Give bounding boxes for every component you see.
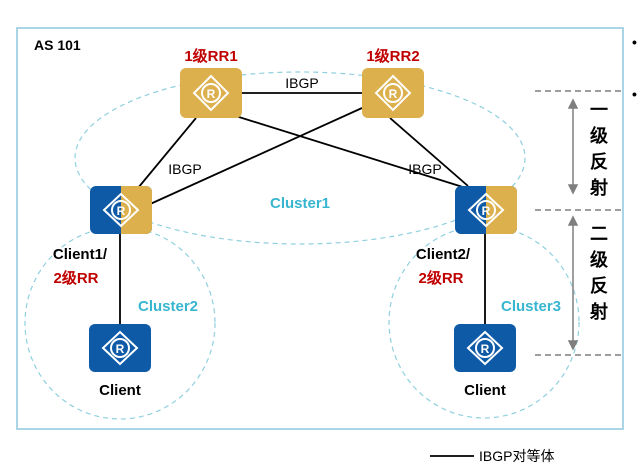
level1-char: 反 — [590, 152, 608, 172]
level2-text: 二 级 反 射 — [589, 224, 609, 322]
ibgp-label-right: IBGP — [408, 161, 441, 177]
rr1-router: R — [180, 68, 242, 118]
as-boundary — [16, 27, 624, 430]
ibgp-label-top: IBGP — [285, 75, 318, 91]
level-arrows — [567, 98, 579, 351]
client1-rr-router: R — [90, 186, 152, 234]
svg-text:R: R — [117, 204, 126, 218]
link-rr1-client1 — [137, 117, 197, 189]
link-rr2-client2 — [389, 117, 469, 187]
rr2-label: 1级RR2 — [366, 47, 419, 65]
bullet-1: • — [632, 34, 637, 50]
svg-text:R: R — [389, 87, 398, 101]
client2-rr-router: R — [455, 186, 517, 234]
level1-char: 级 — [590, 125, 609, 146]
svg-text:R: R — [207, 87, 216, 101]
rr2-router: R — [362, 68, 424, 118]
router-icon: R — [101, 330, 139, 366]
client-left-router: R — [89, 324, 151, 372]
client1-label: Client1/ — [53, 246, 108, 263]
ibgp-links — [119, 92, 486, 324]
level2-char: 反 — [590, 276, 608, 296]
router-icon: R — [466, 330, 504, 366]
cluster2-label: Cluster2 — [138, 298, 198, 315]
level1-text: 一 级 反 射 — [589, 100, 609, 198]
client-right-label: Client — [464, 382, 506, 399]
client2-label: Client2/ — [416, 246, 471, 263]
link-rr1-client2 — [222, 111, 467, 189]
client-right-router: R — [454, 324, 516, 372]
cluster1-label: Cluster1 — [270, 195, 330, 212]
client2-level-label: 2级RR — [418, 269, 463, 287]
svg-text:R: R — [481, 342, 490, 356]
bullet-2: • — [632, 86, 637, 102]
client1-level-label: 2级RR — [53, 269, 98, 287]
router-icon: R — [467, 192, 505, 228]
router-icon: R — [102, 192, 140, 228]
rr1-label: 1级RR1 — [184, 47, 237, 65]
ibgp-label-left: IBGP — [168, 161, 201, 177]
as-label: AS 101 — [34, 37, 81, 53]
level2-char: 级 — [590, 249, 609, 270]
legend-label: IBGP对等体 — [479, 448, 554, 464]
level1-char: 射 — [589, 177, 608, 198]
cluster1-boundary — [74, 71, 526, 245]
level2-char: 二 — [590, 224, 608, 244]
svg-text:R: R — [116, 342, 125, 356]
cluster3-label: Cluster3 — [501, 298, 561, 315]
link-rr2-client1 — [147, 107, 363, 206]
cluster2-boundary — [24, 226, 216, 420]
router-icon: R — [192, 74, 230, 112]
cluster3-boundary — [388, 225, 580, 419]
level1-char: 一 — [590, 100, 608, 120]
svg-text:R: R — [482, 204, 491, 218]
client-left-label: Client — [99, 382, 141, 399]
router-icon: R — [374, 74, 412, 112]
level2-char: 射 — [589, 301, 608, 322]
level-dividers — [535, 90, 622, 356]
